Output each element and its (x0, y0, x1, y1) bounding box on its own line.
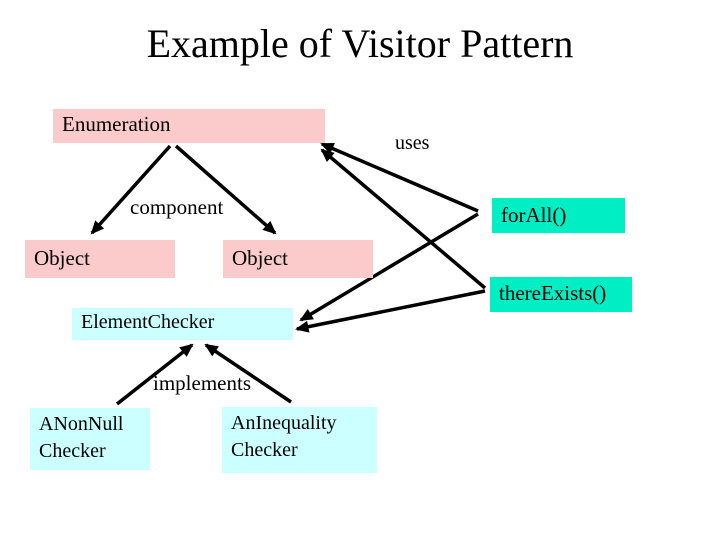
class-box-aninequality-checker: AnInequality Checker (222, 407, 377, 473)
class-box-object-right: Object (223, 240, 373, 278)
forall-label: forAll() (501, 203, 567, 227)
aninequality-checker-line1: AnInequality (231, 412, 337, 434)
anonnull-checker-line1: ANonNull (39, 413, 124, 435)
elementchecker-label: ElementChecker (81, 311, 215, 333)
edge-label-uses: uses (395, 132, 430, 154)
arrow-thereexists-to-elementchecker (295, 289, 486, 333)
thereexists-label: thereExists() (499, 281, 607, 305)
object-left-label: Object (34, 246, 90, 270)
method-box-forall: forAll() (492, 198, 625, 233)
slide-title: Example of Visitor Pattern (146, 21, 574, 66)
class-box-anonnull-checker: ANonNull Checker (30, 408, 150, 470)
class-box-elementchecker: ElementChecker (72, 308, 293, 340)
class-box-object-left: Object (25, 240, 175, 278)
anonnull-checker-line2: Checker (39, 440, 106, 462)
aninequality-checker-line2: Checker (231, 439, 298, 461)
object-right-label: Object (232, 246, 288, 270)
class-box-enumeration: Enumeration (53, 109, 325, 143)
edge-label-component: component (130, 195, 224, 219)
enumeration-label: Enumeration (62, 112, 171, 136)
method-box-thereexists: thereExists() (490, 277, 632, 312)
edge-label-implements: implements (153, 371, 251, 395)
